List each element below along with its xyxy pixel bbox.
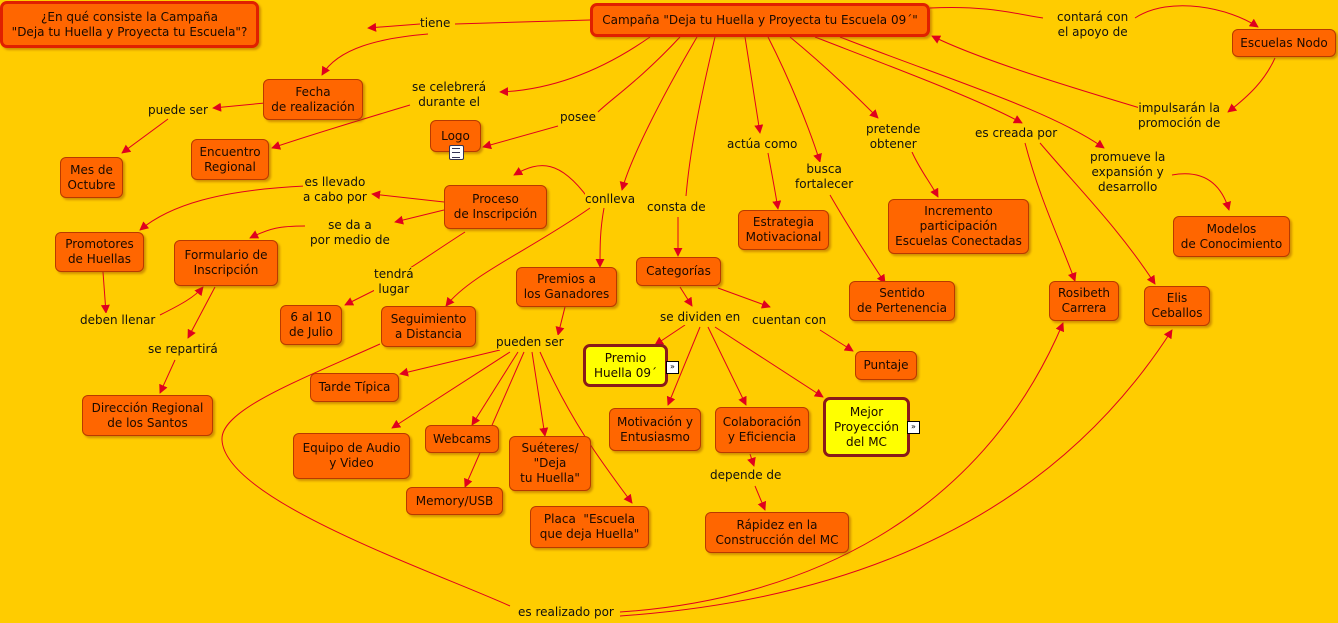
link-label-contara: contará con el apoyo de bbox=[1057, 10, 1129, 40]
link-label-repartira: se repartirá bbox=[148, 342, 218, 357]
motivacion-concept[interactable]: Motivación y Entusiasmo bbox=[609, 408, 701, 451]
julio-concept[interactable]: 6 al 10 de Julio bbox=[280, 305, 342, 345]
encuentro-concept[interactable]: Encuentro Regional bbox=[191, 139, 269, 180]
formulario-concept[interactable]: Formulario de Inscripción bbox=[174, 240, 278, 286]
link-label-se-celebrera: se celebrerá durante el bbox=[412, 80, 487, 110]
tarde-tipica-concept[interactable]: Tarde Típica bbox=[310, 373, 399, 402]
sentido-concept[interactable]: Sentido de Pertenencia bbox=[849, 281, 955, 321]
premios-concept[interactable]: Premios a los Ganadores bbox=[516, 267, 617, 307]
categorias-concept[interactable]: Categorías bbox=[636, 257, 721, 286]
puntaje-concept[interactable]: Puntaje bbox=[855, 351, 917, 380]
premio-huella-concept[interactable]: Premio Huella 09´ bbox=[583, 344, 668, 387]
equipo-concept[interactable]: Equipo de Audio y Video bbox=[293, 433, 410, 479]
fecha-concept[interactable]: Fecha de realización bbox=[263, 79, 363, 120]
elis-concept[interactable]: Elis Ceballos bbox=[1144, 286, 1210, 326]
link-label-impulsaran: impulsarán la promoción de bbox=[1138, 101, 1221, 131]
seguimiento-concept[interactable]: Seguimiento a Distancia bbox=[381, 306, 476, 347]
escuelas-nodo-concept[interactable]: Escuelas Nodo bbox=[1232, 29, 1336, 57]
link-label-pueden-ser: pueden ser bbox=[496, 335, 564, 350]
link-label-busca: busca fortalecer bbox=[795, 162, 854, 192]
link-label-deben: deben llenar bbox=[80, 313, 156, 328]
webcams-concept[interactable]: Webcams bbox=[425, 425, 499, 453]
link-label-promueve: promueve la expansión y desarrollo bbox=[1090, 150, 1166, 195]
double-chevron-icon[interactable]: » bbox=[907, 421, 920, 434]
mes-concept[interactable]: Mes de Octubre bbox=[60, 157, 123, 198]
rapidez-concept[interactable]: Rápidez en la Construcción del MC bbox=[705, 512, 849, 553]
link-label-realizado: es realizado por bbox=[518, 605, 614, 620]
proceso-concept[interactable]: Proceso de Inscripción bbox=[444, 185, 547, 229]
logo-concept[interactable]: Logo bbox=[430, 120, 481, 152]
link-label-dividen: se dividen en bbox=[660, 310, 741, 325]
link-label-puede-ser: puede ser bbox=[148, 103, 208, 118]
placa-concept[interactable]: Placa "Escuela que deja Huella" bbox=[530, 506, 649, 548]
link-label-creada: es creada por bbox=[975, 126, 1058, 141]
sueteres-concept[interactable]: Suéteres/ "Deja tu Huella" bbox=[509, 436, 591, 491]
memory-concept[interactable]: Memory/USB bbox=[406, 487, 503, 515]
double-chevron-icon[interactable]: » bbox=[666, 361, 679, 374]
link-label-consta: consta de bbox=[647, 200, 706, 215]
direccion-concept[interactable]: Dirección Regional de los Santos bbox=[82, 395, 213, 436]
link-label-tendra: tendrá lugar bbox=[374, 267, 414, 297]
modelos-concept[interactable]: Modelos de Conocimiento bbox=[1173, 216, 1290, 257]
estrategia-concept[interactable]: Estrategia Motivacional bbox=[738, 210, 829, 250]
mejor-proyeccion-concept[interactable]: Mejor Proyección del MC bbox=[823, 397, 910, 457]
document-icon[interactable] bbox=[449, 145, 464, 160]
link-label-es-llevado: es llevado a cabo por bbox=[303, 175, 367, 205]
link-label-pretende: pretende obtener bbox=[866, 122, 921, 152]
campaign-concept[interactable]: Campaña "Deja tu Huella y Proyecta tu Es… bbox=[590, 3, 930, 37]
link-label-se-da: se da a por medio de bbox=[310, 218, 390, 248]
colaboracion-concept[interactable]: Colaboración y Eficiencia bbox=[715, 407, 809, 453]
incremento-concept[interactable]: Incremento participación Escuelas Conect… bbox=[888, 199, 1029, 254]
question-concept[interactable]: ¿En qué consiste la Campaña "Deja tu Hue… bbox=[0, 1, 259, 48]
link-label-tiene: tiene bbox=[420, 16, 451, 31]
link-label-depende: depende de bbox=[710, 468, 782, 483]
promotores-concept[interactable]: Promotores de Huellas bbox=[55, 232, 144, 272]
link-label-conlleva: conlleva bbox=[585, 192, 636, 207]
rosibeth-concept[interactable]: Rosibeth Carrera bbox=[1049, 281, 1119, 321]
link-label-cuentan: cuentan con bbox=[752, 313, 827, 328]
link-label-actua-como: actúa como bbox=[727, 137, 798, 152]
link-label-posee: posee bbox=[560, 110, 596, 125]
